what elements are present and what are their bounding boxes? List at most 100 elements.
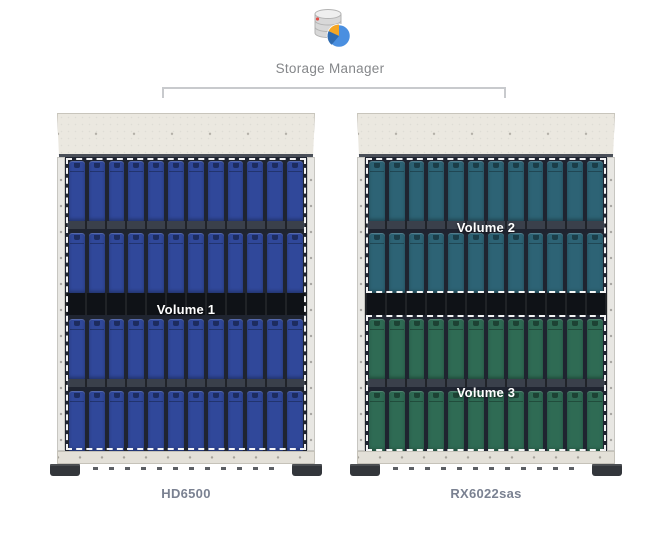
drive-slot: [468, 233, 484, 293]
enclosure-foot-left: [50, 464, 80, 476]
drive-row: [65, 387, 307, 451]
rack-rail-left: [357, 157, 365, 451]
enclosure-body: [57, 157, 315, 451]
drive-slot: [227, 161, 244, 221]
drive-slot: [369, 161, 385, 221]
drive-slot: [527, 319, 544, 379]
base-vents: [93, 467, 279, 470]
row-separator: [365, 221, 607, 229]
drive-slot: [148, 319, 165, 379]
drive-slot: [428, 391, 445, 451]
row-separator: [65, 221, 307, 229]
drive-slot: [428, 319, 445, 379]
drive-slot: [468, 319, 484, 379]
drive-slot: [408, 161, 425, 221]
drive-slot: [148, 391, 165, 451]
drive-slot: [547, 233, 564, 293]
drive-slot: [69, 391, 85, 451]
drive-slot: [388, 391, 405, 451]
enclosure-hd6500: Volume 1: [50, 113, 322, 476]
drive-slot: [567, 319, 584, 379]
drive-row: [65, 315, 307, 379]
volume-label: Volume 1: [156, 302, 216, 317]
drive-slot: [207, 161, 224, 221]
diagram-title: Storage Manager: [275, 61, 385, 76]
drive-cage: [65, 157, 307, 451]
drive-slot: [587, 161, 603, 221]
row-separator: [65, 379, 307, 387]
rack-rail-right: [307, 157, 315, 451]
rack-rail-right: [607, 157, 615, 451]
drive-slot: [388, 319, 405, 379]
drive-slot: [547, 319, 564, 379]
drive-slot: [547, 391, 564, 451]
drive-slot: [587, 319, 603, 379]
drive-slot: [128, 161, 145, 221]
drive-slot: [587, 391, 603, 451]
drive-slot: [507, 319, 524, 379]
drive-slot: [88, 391, 105, 451]
drive-slot: [587, 233, 603, 293]
drive-slot: [207, 319, 224, 379]
drive-slot: [428, 161, 445, 221]
drive-slot: [128, 319, 145, 379]
enclosure-top-panel: [57, 113, 315, 157]
drive-row: [365, 315, 607, 379]
drive-slot: [267, 319, 284, 379]
drive-slot: [567, 391, 584, 451]
row-separator: [365, 379, 607, 387]
drive-row: [365, 157, 607, 221]
drive-slot: [369, 233, 385, 293]
enclosure-rx6022sas: Volume 2 Volume 3: [350, 113, 622, 476]
drive-slot: [408, 233, 425, 293]
drive-slot: [527, 233, 544, 293]
drive-slot: [128, 391, 145, 451]
drive-slot: [507, 161, 524, 221]
drive-slot: [88, 319, 105, 379]
drive-slot: [527, 391, 544, 451]
enclosure-bottom-rail: [357, 451, 615, 464]
drive-slot: [448, 391, 465, 451]
drive-slot: [468, 161, 484, 221]
drive-slot: [287, 319, 303, 379]
connector-bracket: [162, 87, 506, 98]
drive-cage: [365, 157, 607, 451]
drive-slot: [168, 391, 184, 451]
drive-slot: [187, 161, 204, 221]
mid-separator: [365, 293, 607, 315]
drive-slot: [187, 319, 204, 379]
drive-slot: [567, 161, 584, 221]
drive-slot: [247, 161, 264, 221]
drive-slot: [369, 319, 385, 379]
drive-slot: [388, 161, 405, 221]
drive-slot: [128, 233, 145, 293]
drive-slot: [408, 319, 425, 379]
drive-slot: [487, 161, 504, 221]
drive-slot: [567, 233, 584, 293]
drive-slot: [187, 233, 204, 293]
drive-slot: [247, 233, 264, 293]
drive-slot: [428, 233, 445, 293]
drive-slot: [487, 319, 504, 379]
drive-slot: [108, 319, 125, 379]
drive-slot: [448, 319, 465, 379]
drive-slot: [148, 233, 165, 293]
drive-slot: [547, 161, 564, 221]
drive-slot: [487, 391, 504, 451]
base-vents: [393, 467, 579, 470]
drive-slot: [108, 161, 125, 221]
drive-slot: [168, 161, 184, 221]
enclosure-model-label: RX6022sas: [450, 486, 522, 501]
drive-slot: [369, 391, 385, 451]
drive-slot: [69, 233, 85, 293]
drive-slot: [69, 319, 85, 379]
drive-slot: [267, 391, 284, 451]
drive-slot: [448, 161, 465, 221]
drive-slot: [108, 233, 125, 293]
drive-slot: [227, 233, 244, 293]
drive-slot: [247, 391, 264, 451]
drive-slot: [487, 233, 504, 293]
enclosure-foot-right: [292, 464, 322, 476]
drive-slot: [287, 391, 303, 451]
